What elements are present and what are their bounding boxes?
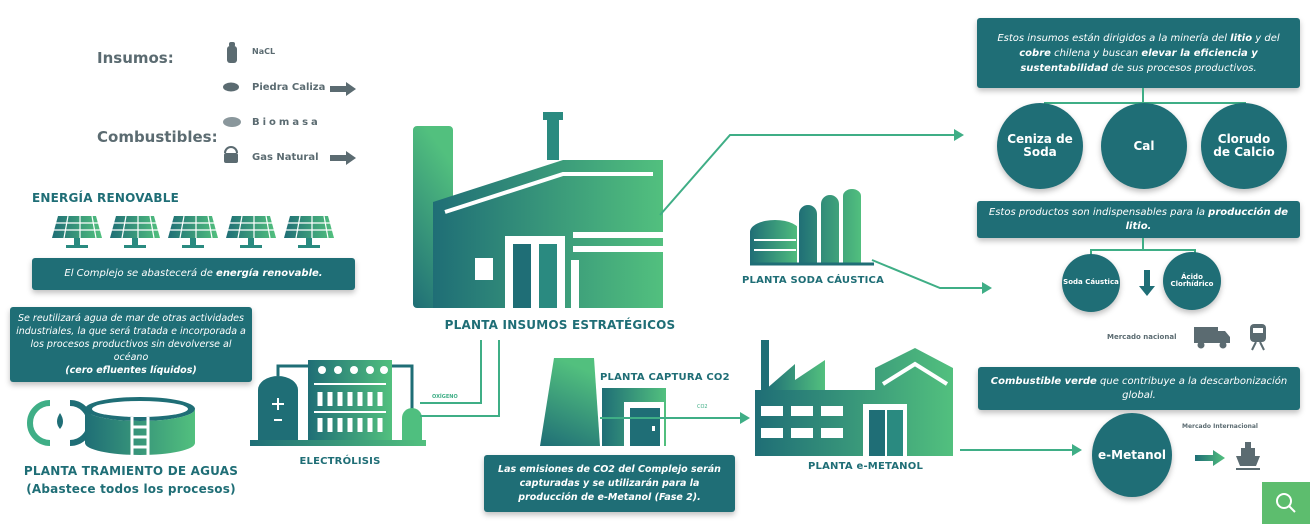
train-icon	[1250, 324, 1266, 351]
co2-flow-arrow	[600, 412, 750, 424]
energy-note-bold: energía renovable.	[216, 268, 323, 279]
water-note: Se reutilizará agua de mar de otras acti…	[10, 307, 252, 382]
strategic-plant-icon	[413, 112, 663, 308]
energy-note-text: El Complejo se abastecerá de	[64, 268, 217, 279]
emethanol-plant-icon	[755, 340, 953, 456]
oxygen-label: OXÍGENO	[432, 394, 458, 400]
note-text: Estos insumos están dirigidos a la miner…	[997, 32, 1231, 44]
flow-line	[420, 415, 500, 417]
solar-panel-icon	[52, 215, 102, 248]
note-text: chilena y buscan	[1050, 47, 1142, 59]
input-piedra-caliza: Piedra Caliza	[252, 82, 326, 93]
solar-panel-icon	[226, 215, 276, 248]
arrow-down-icon	[1139, 270, 1155, 296]
connector	[1142, 88, 1144, 103]
input-gas-natural: Gas Natural	[252, 152, 319, 163]
emethanol-product: e-Metanol	[1092, 413, 1172, 497]
product-acido-clorhidrico: Ácido Clorhídrico	[1163, 252, 1221, 310]
solar-panel-icon	[284, 215, 334, 248]
flow-line	[480, 340, 482, 404]
co2-flow-label: CO2	[697, 404, 708, 410]
soda-plant-title: PLANTA SODA CÁUSTICA	[742, 275, 885, 286]
green-fuel-note: Combustible verde que contribuye a la de…	[978, 367, 1300, 410]
arrow-right-icon	[1195, 450, 1225, 466]
product-soda-caustica: Soda Cáustica	[1062, 254, 1120, 312]
product-cal: Cal	[1101, 103, 1187, 189]
note-bold: cobre	[1019, 47, 1051, 59]
salt-shaker-icon	[227, 42, 237, 63]
search-icon	[1276, 493, 1296, 513]
water-plant-subtitle: (Abastece todos los procesos)	[26, 482, 236, 496]
flow-line	[498, 340, 500, 417]
note-text: que contribuye a la descarbonización glo…	[1096, 375, 1288, 401]
water-note-bold: (cero efluentes líquidos)	[65, 365, 197, 376]
combustibles-label: Combustibles:	[97, 128, 218, 146]
arrow-right-icon	[330, 82, 356, 96]
solar-panels	[52, 215, 352, 250]
flow-arrow	[659, 129, 964, 216]
note-bold: producción de litio.	[1125, 206, 1289, 232]
note-text: de sus procesos productivos.	[1108, 62, 1257, 74]
flow-arrow	[960, 444, 1082, 456]
note-bold: elevar la eficiencia y sustentabilidad	[1020, 47, 1258, 74]
co2-plant-title: PLANTA CAPTURA CO2	[600, 372, 730, 383]
co2-plant-icon	[540, 358, 666, 446]
soda-plant-icon	[750, 187, 874, 266]
product-ceniza-de-soda: Ceniza de Soda	[997, 103, 1083, 189]
note-bold: litio	[1230, 32, 1253, 44]
co2-note: Las emisiones de CO2 del Complejo serán …	[484, 455, 735, 512]
search-button[interactable]	[1262, 482, 1310, 524]
lithium-note: Estos productos son indispensables para …	[977, 201, 1300, 238]
input-biomasa: Biomasa	[252, 117, 321, 128]
water-note-text: Se reutilizará agua de mar de otras acti…	[16, 313, 246, 363]
solar-panel-icon	[168, 215, 218, 248]
insumos-label: Insumos:	[97, 49, 174, 67]
oxygen-line	[420, 402, 482, 404]
water-tank-icon	[27, 397, 195, 455]
note-text: Estos productos son indispensables para …	[988, 206, 1209, 218]
gas-tank-icon	[224, 146, 238, 163]
input-nacl: NaCL	[252, 47, 276, 56]
emethanol-plant-title: PLANTA e-METANOL	[808, 461, 924, 472]
connector	[1142, 238, 1144, 250]
electrolysis-title: ELECTRÓLISIS	[299, 456, 381, 467]
water-plant-title: PLANTA TRAMIENTO DE AGUAS	[23, 464, 239, 478]
note-bold: Combustible verde	[990, 375, 1097, 387]
note-text: y del	[1252, 32, 1280, 44]
products-note: Estos insumos están dirigidos a la miner…	[977, 18, 1300, 88]
biomass-icon	[223, 117, 241, 127]
stone-icon	[223, 82, 239, 92]
arrow-right-icon	[330, 151, 356, 165]
electrolysis-icon	[250, 360, 426, 446]
national-market-label: Mercado nacional	[1107, 333, 1177, 341]
strategic-plant-title: PLANTA INSUMOS ESTRATÉGICOS	[444, 318, 676, 332]
energy-title: ENERGÍA RENOVABLE	[32, 191, 179, 205]
solar-panel-icon	[110, 215, 160, 248]
energy-note: El Complejo se abastecerá de energía ren…	[32, 258, 355, 290]
flow-arrow	[871, 259, 992, 294]
product-cloruro-de-calcio: Clorudo de Calcio	[1201, 103, 1287, 189]
international-market-label: Mercado Internacional	[1182, 423, 1258, 430]
truck-icon	[1194, 327, 1230, 349]
ship-icon	[1236, 442, 1260, 470]
